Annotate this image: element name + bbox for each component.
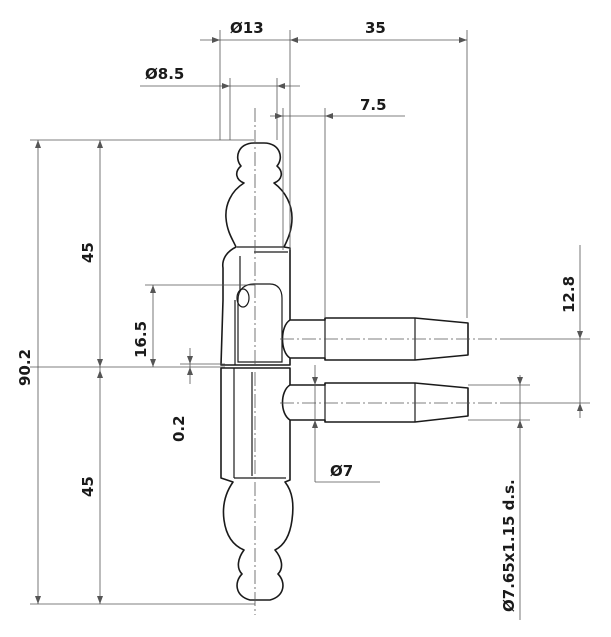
upper-hinge-body bbox=[220, 142, 293, 366]
arrowhead bbox=[312, 420, 318, 428]
label-d7-5: 7.5 bbox=[360, 96, 387, 114]
label-d7-65: Ø7.65x1.15 d.s. bbox=[500, 479, 518, 612]
arrowhead bbox=[97, 140, 103, 148]
arrowhead bbox=[150, 359, 156, 367]
arrowhead bbox=[517, 420, 523, 428]
label-d16-5: 16.5 bbox=[132, 321, 150, 358]
arrowhead bbox=[312, 377, 318, 385]
label-d7: Ø7 bbox=[330, 462, 353, 480]
arrowhead bbox=[517, 377, 523, 385]
label-d45-top: 45 bbox=[79, 242, 97, 263]
arrowhead bbox=[277, 83, 285, 89]
arrowhead bbox=[35, 140, 41, 148]
arrowhead bbox=[275, 113, 283, 119]
arrowhead bbox=[97, 359, 103, 367]
arrowhead bbox=[97, 370, 103, 378]
arrowhead bbox=[325, 113, 333, 119]
arrowhead bbox=[187, 367, 193, 375]
pin-head-dome bbox=[236, 288, 250, 308]
arrowhead bbox=[97, 596, 103, 604]
label-d35: 35 bbox=[365, 19, 386, 37]
arrowhead bbox=[577, 403, 583, 411]
label-d0-2: 0.2 bbox=[170, 415, 188, 442]
arrowhead bbox=[212, 37, 220, 43]
label-d8-5: Ø8.5 bbox=[145, 65, 184, 83]
label-d45-bottom: 45 bbox=[79, 476, 97, 497]
arrowhead bbox=[459, 37, 467, 43]
arrowhead bbox=[35, 596, 41, 604]
arrowhead bbox=[187, 356, 193, 364]
lower-hinge-body bbox=[220, 367, 294, 601]
lower-screw-pin bbox=[281, 382, 469, 423]
arrowhead bbox=[577, 331, 583, 339]
label-d12-8: 12.8 bbox=[560, 276, 578, 313]
arrowhead bbox=[222, 83, 230, 89]
label-d13: Ø13 bbox=[230, 19, 264, 37]
label-d90-2: 90.2 bbox=[16, 349, 34, 386]
arrowhead bbox=[150, 285, 156, 293]
